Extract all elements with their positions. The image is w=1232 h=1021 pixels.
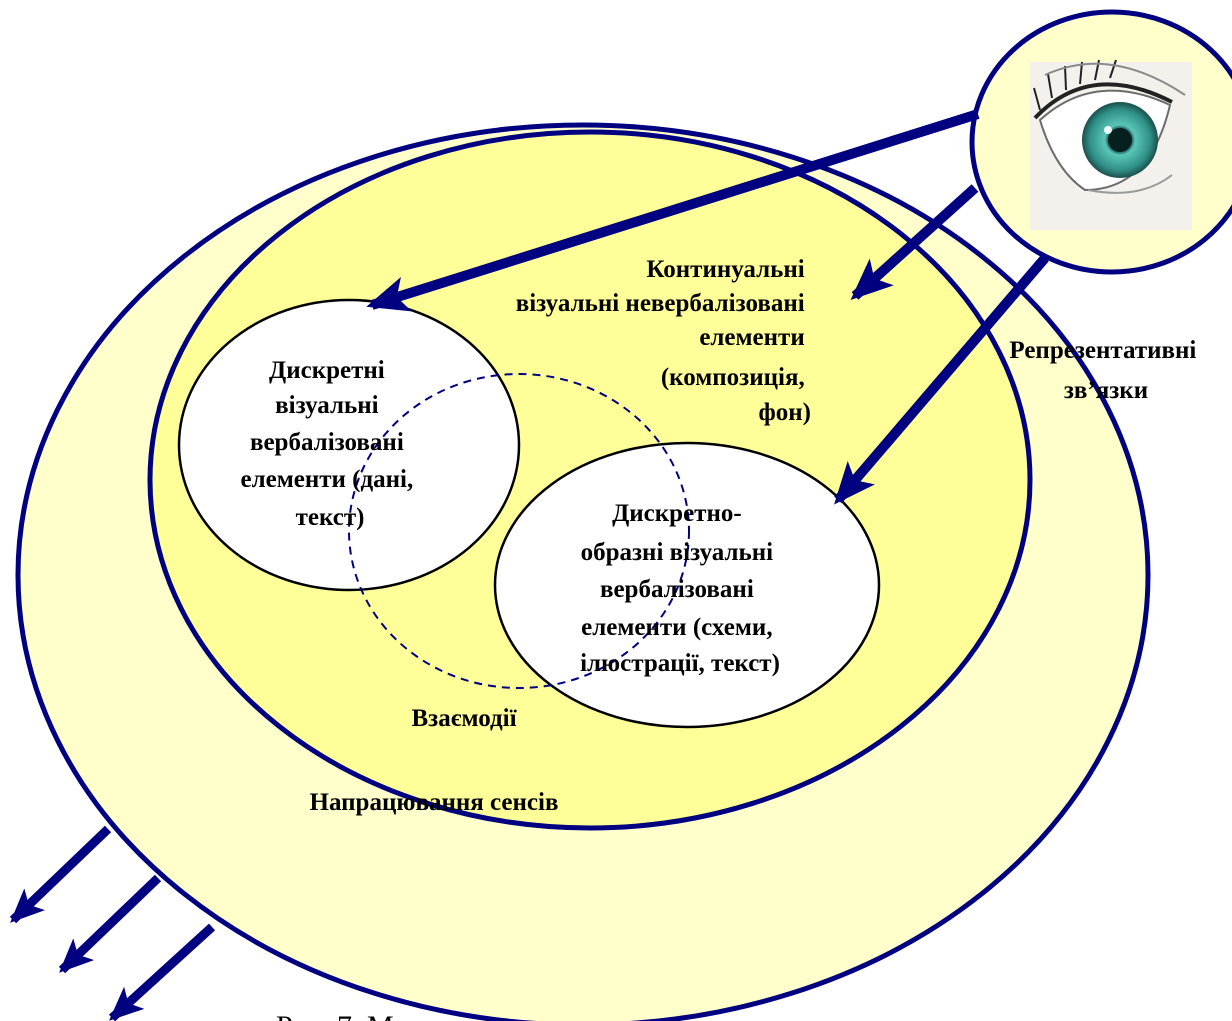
arrow-out-2 [62,878,158,970]
interactions-label: Взаємодії [411,705,517,732]
eye-icon [1030,60,1192,230]
arrow-out-3 [112,927,212,1018]
figure-caption: Рис. 7. М [276,1010,394,1021]
arrow-out-1 [13,829,108,920]
senses-label: Напрацювання сенсів [310,789,559,816]
